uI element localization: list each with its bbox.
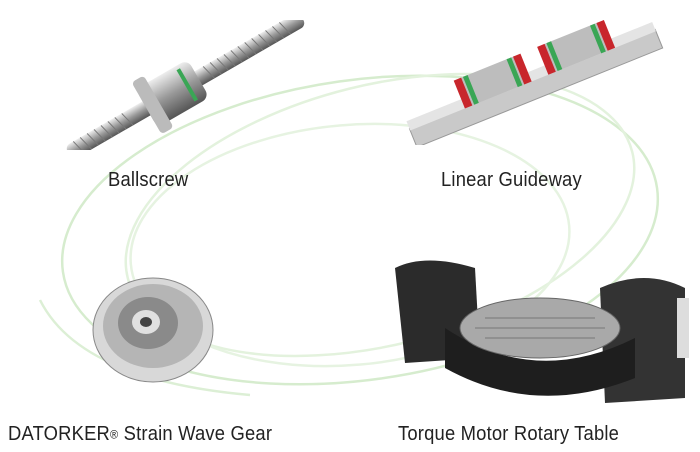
strain-wave-gear-image [92,277,214,383]
registered-mark: ® [110,427,119,442]
brand-name: DATORKER [8,423,111,445]
product-type: Strain Wave Gear [118,423,273,445]
rotary-table-label: Torque Motor Rotary Table [398,423,620,445]
strain-wave-gear-label: DATORKER® Strain Wave Gear [8,423,272,446]
ballscrew-label: Ballscrew [108,169,189,191]
linear-guideway-image [406,19,664,145]
rotary-table-image [395,260,689,403]
ballscrew-image [66,20,305,150]
linear-guideway-label: Linear Guideway [441,169,582,191]
